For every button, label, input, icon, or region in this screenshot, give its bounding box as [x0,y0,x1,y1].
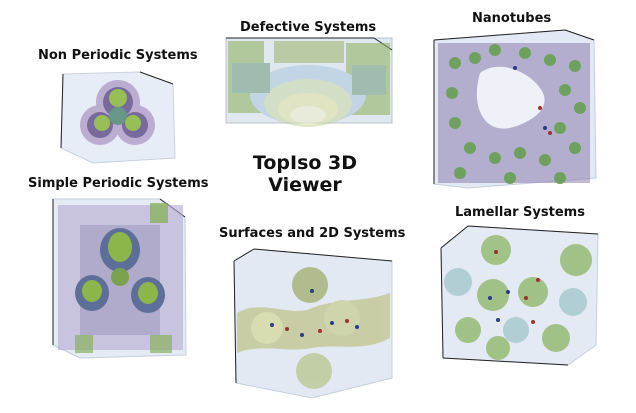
label-non-periodic: Non Periodic Systems [38,48,198,63]
label-defective: Defective Systems [240,20,377,35]
viewer-lamellar[interactable] [438,220,600,370]
label-surfaces: Surfaces and 2D Systems [219,226,406,241]
app-title-line1: TopIso 3D [252,152,358,174]
app-title: TopIso 3D Viewer [230,152,380,196]
label-simple-periodic: Simple Periodic Systems [28,176,209,191]
app-title-line2: Viewer [268,174,342,196]
viewer-surfaces[interactable] [232,243,397,401]
viewer-defective[interactable] [224,35,396,130]
viewer-nanotubes[interactable] [430,28,600,193]
label-nanotubes: Nanotubes [472,11,552,26]
viewer-non-periodic[interactable] [55,68,180,168]
label-lamellar: Lamellar Systems [455,205,585,220]
viewer-simple-periodic[interactable] [50,195,190,363]
